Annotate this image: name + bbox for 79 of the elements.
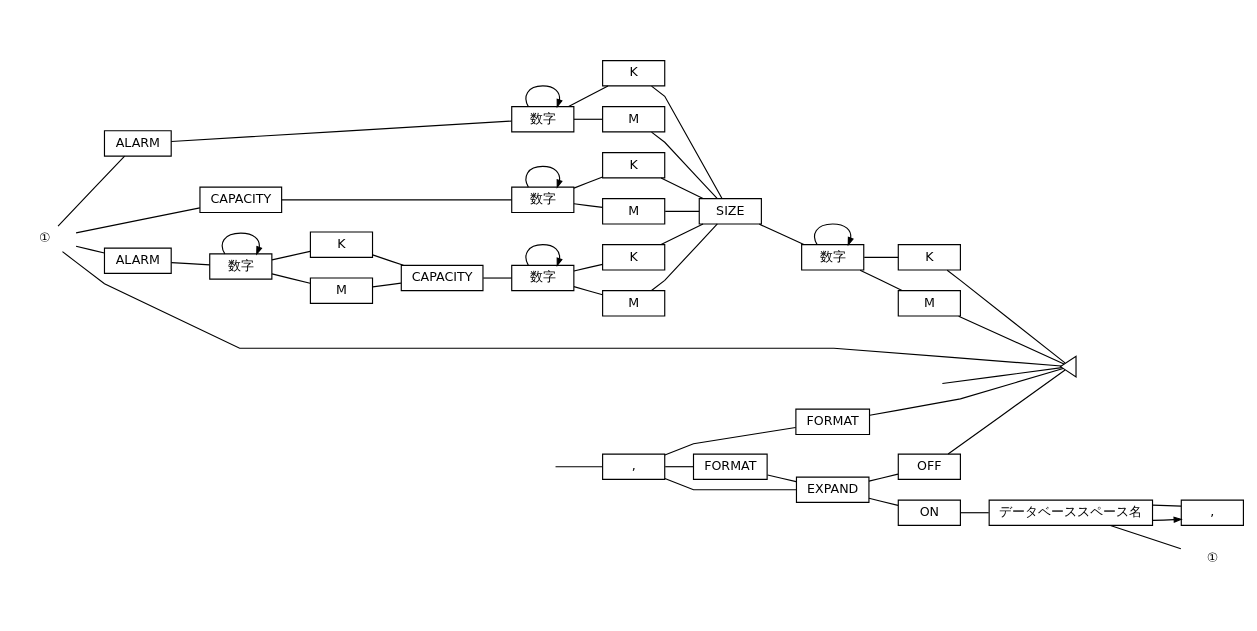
arrow (525, 165, 563, 189)
node-box: データベーススペース名 (988, 499, 1154, 526)
connector (61, 250, 1062, 367)
node-box: M (602, 105, 666, 132)
connector (650, 131, 718, 199)
node-box: , (602, 452, 666, 480)
connector (1109, 524, 1182, 549)
node-box: 数字 (801, 243, 865, 271)
connector (947, 368, 1066, 455)
node-triangle (1059, 354, 1077, 378)
connector (170, 120, 512, 142)
connector (958, 315, 1065, 365)
node-box: ON (897, 499, 961, 526)
arrow (221, 232, 263, 255)
connector (859, 269, 903, 291)
connector (960, 511, 990, 513)
connector (554, 465, 603, 467)
node-box: 数字 (511, 264, 575, 291)
node-box: FORMAT (692, 452, 768, 480)
node-box: EXPAND (795, 476, 870, 503)
node-box: M (602, 289, 666, 317)
node-box: K (897, 243, 961, 271)
connector (573, 263, 604, 272)
connector (482, 276, 513, 279)
connector (660, 177, 704, 199)
connector (1152, 503, 1182, 507)
connector (75, 206, 201, 233)
connector (568, 84, 609, 107)
arrow (1152, 516, 1183, 523)
node-box: ALARM (103, 247, 172, 274)
connector (573, 202, 604, 208)
node-box: M (602, 197, 666, 225)
node-text: ① (38, 229, 51, 245)
node-box: M (897, 289, 961, 317)
arrow (525, 243, 563, 267)
connector (758, 223, 805, 245)
connector (664, 210, 700, 212)
connector (650, 222, 718, 291)
connector (57, 155, 126, 227)
connector (869, 367, 1064, 416)
connector (767, 473, 797, 482)
arrow (525, 84, 563, 108)
connector (372, 253, 405, 266)
node-box: SIZE (698, 197, 762, 225)
node-box: , (1180, 499, 1244, 526)
node-text: ① (1206, 549, 1219, 565)
connector (664, 426, 797, 455)
connector (946, 269, 1066, 363)
node-box: CAPACITY (199, 186, 283, 213)
connector (650, 85, 723, 199)
node-box: FORMAT (795, 408, 871, 435)
connector (372, 282, 402, 287)
connector (271, 272, 311, 284)
connector (573, 285, 604, 295)
connector (941, 366, 1063, 384)
connector (868, 473, 899, 482)
connector (660, 223, 704, 245)
connector (271, 250, 311, 260)
node-box: K (602, 151, 666, 179)
connector (868, 497, 899, 506)
connector (573, 175, 604, 189)
connector (75, 245, 105, 254)
node-box: OFF (897, 452, 961, 480)
connector (664, 465, 694, 467)
node-box: M (309, 276, 374, 304)
connector (573, 118, 604, 120)
connector (170, 261, 211, 265)
connector (281, 198, 513, 200)
connector (664, 477, 797, 490)
node-box: ALARM (103, 129, 172, 157)
node-box: 数字 (511, 105, 575, 132)
node-box: 数字 (511, 186, 575, 213)
node-box: 数字 (209, 252, 273, 280)
node-box: K (602, 243, 666, 271)
connector (863, 256, 899, 258)
node-box: CAPACITY (400, 264, 484, 291)
node-box: K (602, 59, 666, 86)
node-box: K (309, 230, 374, 258)
arrow (814, 222, 854, 246)
